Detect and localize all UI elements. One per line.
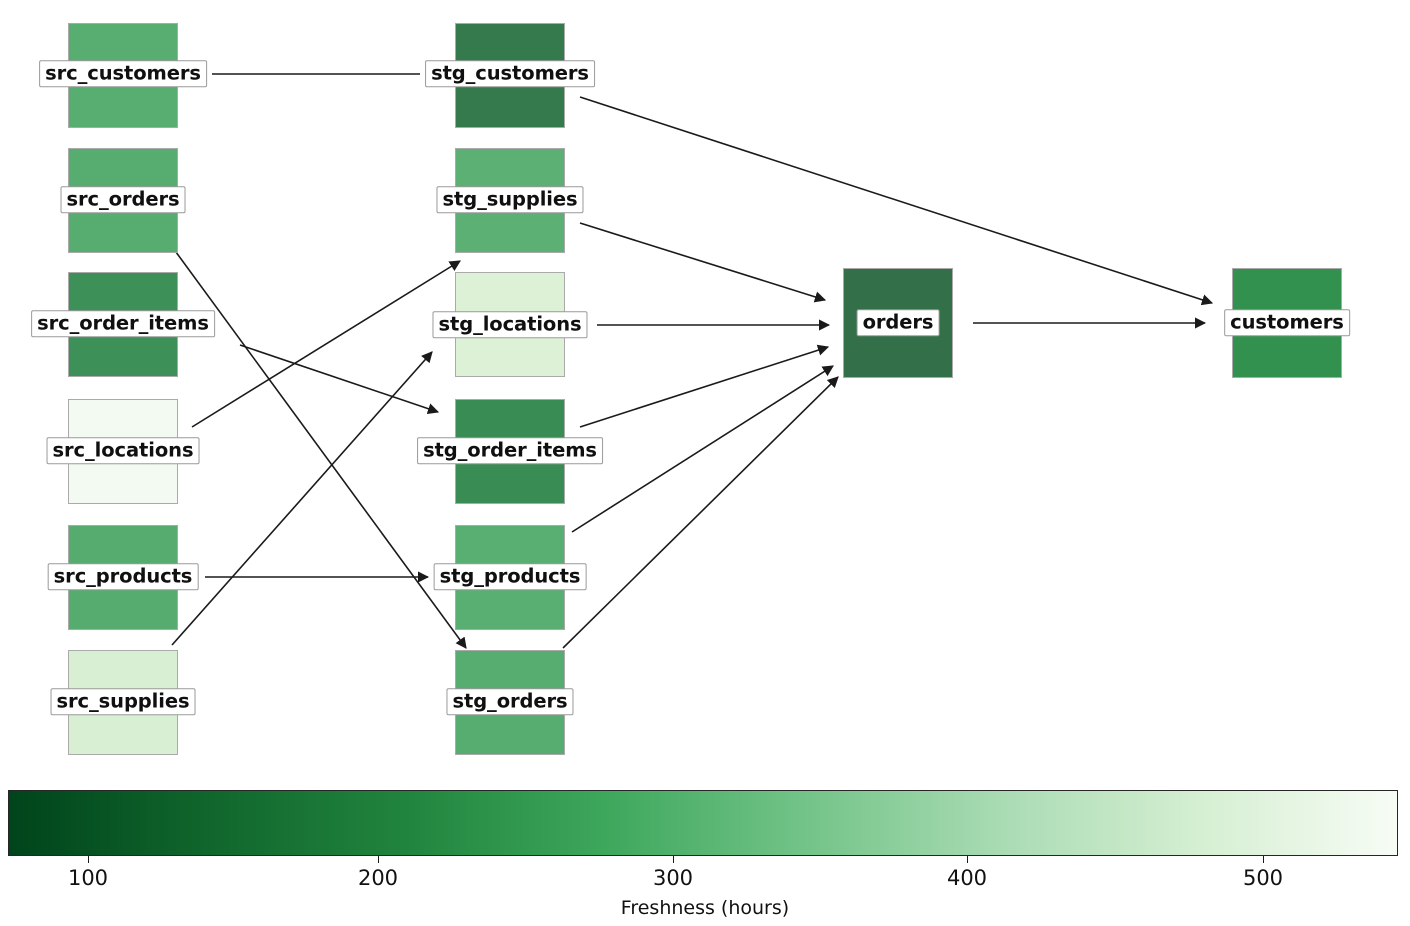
node-label-stg_orders: stg_orders — [446, 688, 574, 716]
colorbar-tick-400 — [967, 856, 968, 863]
edge-stg_supplies-to-orders — [579, 222, 827, 303]
colorbar-tick-label-300: 300 — [652, 866, 694, 890]
node-label-customers: customers — [1224, 309, 1350, 337]
colorbar-tick-500 — [1263, 856, 1264, 863]
colorbar-tick-200 — [378, 856, 379, 863]
colorbar-tick-label-400: 400 — [946, 866, 988, 890]
colorbar-tick-label-500: 500 — [1242, 866, 1284, 890]
edge-stg_customers-to-customers — [579, 96, 1214, 306]
edge-layer — [171, 73, 1214, 649]
edge-stg_order_items-to-orders — [579, 344, 830, 428]
colorbar-label: Freshness (hours) — [620, 897, 790, 919]
node-label-src_orders: src_orders — [60, 186, 186, 214]
node-label-src_customers: src_customers — [39, 60, 207, 88]
node-label-src_products: src_products — [47, 563, 199, 591]
edges — [171, 73, 1214, 649]
edge-stg_orders-to-orders — [562, 376, 839, 649]
node-label-stg_supplies: stg_supplies — [436, 186, 584, 214]
node-label-stg_products: stg_products — [433, 563, 587, 591]
colorbar-tick-300 — [673, 856, 674, 863]
colorbar-tick-100 — [88, 856, 89, 863]
node-label-stg_locations: stg_locations — [432, 311, 588, 339]
colorbar-tick-label-200: 200 — [357, 866, 399, 890]
node-label-src_supplies: src_supplies — [50, 688, 196, 716]
edge-src_supplies-to-stg_order_items — [171, 351, 433, 646]
edge-stg_products-to-orders — [571, 365, 834, 533]
colorbar-tick-label-100: 100 — [67, 866, 109, 890]
node-label-stg_customers: stg_customers — [425, 60, 595, 88]
colorbar-gradient — [8, 790, 1398, 856]
node-label-src_locations: src_locations — [46, 437, 200, 465]
edge-src_order_items-to-stg_order_items — [239, 344, 440, 415]
node-label-src_order_items: src_order_items — [31, 310, 215, 338]
edge-src_locations-to-stg_locations — [191, 260, 461, 428]
node-label-orders: orders — [856, 309, 940, 337]
edge-src_orders-to-stg_orders — [172, 247, 467, 649]
node-label-stg_order_items: stg_order_items — [417, 437, 603, 465]
